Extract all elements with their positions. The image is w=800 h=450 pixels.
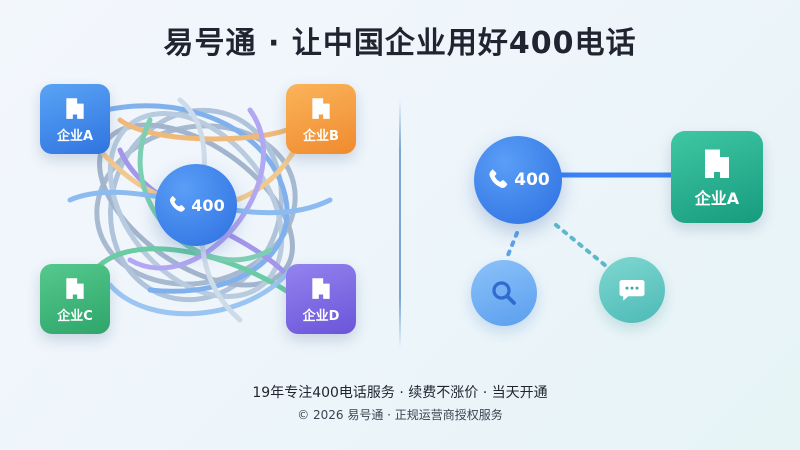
company-label: 企业A: [56, 128, 94, 144]
company-tile-d: 企业D: [286, 264, 356, 334]
building-icon: [312, 97, 330, 119]
building-icon: [312, 277, 330, 299]
company-tile-a: 企业A: [40, 84, 110, 154]
building-icon: [66, 277, 84, 299]
search-circle: [471, 260, 537, 326]
hub-number: 400: [514, 170, 550, 190]
phone-icon: [170, 196, 186, 212]
footer-tagline: 19年专注400电话服务 · 续费不涨价 · 当天开通: [252, 385, 548, 401]
company-label: 企业B: [303, 128, 339, 144]
page-title: 易号通 · 让中国企业用好400电话: [163, 26, 637, 61]
hub-400-left: 400: [155, 164, 237, 246]
hub-400-right: 400: [474, 136, 562, 224]
building-icon: [66, 97, 84, 119]
chat-icon: [619, 280, 645, 301]
hub-number: 400: [191, 195, 225, 215]
section-divider: [399, 100, 401, 348]
chat-circle: [599, 257, 665, 323]
phone-icon: [489, 169, 508, 188]
search-icon: [492, 281, 516, 305]
company-tile-b: 企业B: [286, 84, 356, 154]
company-label: 企业C: [57, 308, 93, 324]
company-label: 企业D: [302, 308, 340, 324]
building-icon: [705, 149, 729, 178]
footer-copyright: © 2026 易号通 · 正规运营商授权服务: [297, 408, 503, 422]
company-label: 企业A: [694, 189, 740, 208]
company-tile-c: 企业C: [40, 264, 110, 334]
company-tile-a-right: 企业A: [671, 131, 763, 223]
